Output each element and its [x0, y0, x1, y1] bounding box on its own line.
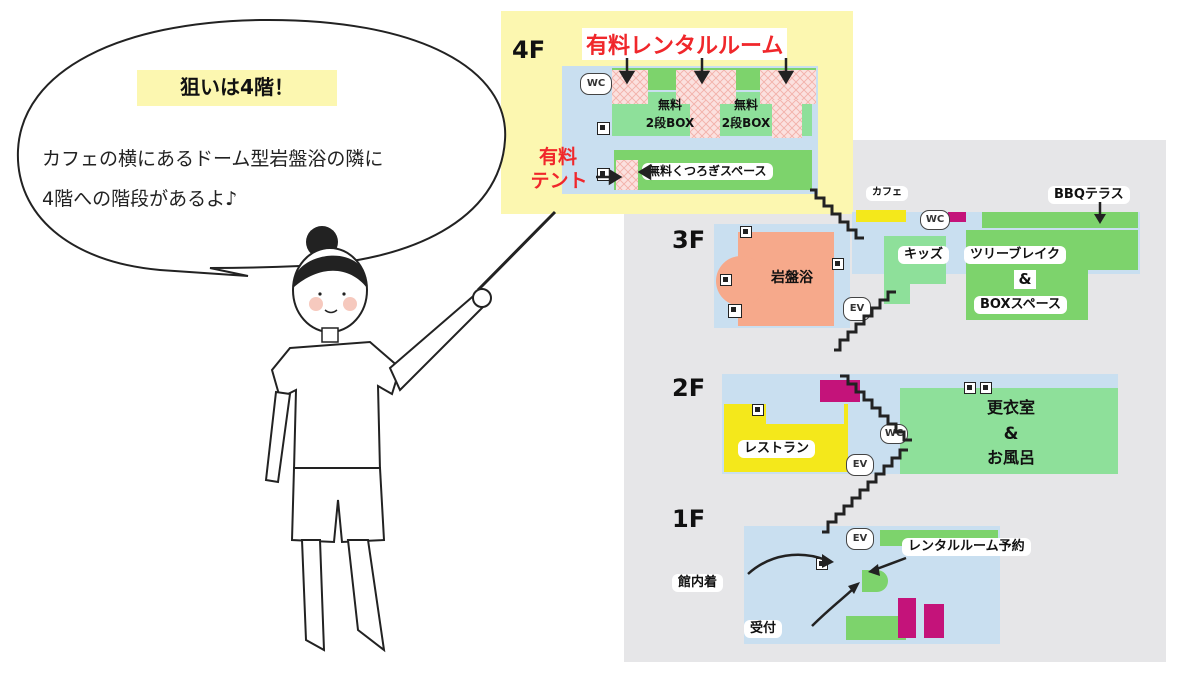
floor1-green-bottom: [846, 616, 906, 640]
paid-room-3b: [772, 100, 802, 138]
speech-title-bg: [137, 70, 337, 106]
stairs-path: [810, 188, 912, 534]
stairs-icon-3f-c: [720, 274, 732, 286]
cafe-label: カフェ: [866, 186, 908, 201]
paid-tent-label-1: 有料: [538, 146, 577, 168]
floor-label-2f: 2F: [672, 374, 706, 402]
floor1-arrows: [747, 553, 907, 627]
free-box-b-label-2: 2段BOX: [721, 116, 771, 130]
paid-tent-label-2: テント: [530, 170, 588, 192]
bbq-arrow: [1094, 202, 1106, 224]
ev-badge-2f: EV: [846, 454, 874, 476]
paid-room-1: [612, 70, 648, 104]
paid-room-3: [760, 70, 816, 104]
floor1-magenta-b: [924, 604, 944, 638]
wear-label: 館内着: [672, 574, 724, 593]
wc-badge-3f: WC: [920, 210, 950, 230]
wc-badge-4f: WC: [580, 73, 612, 95]
wc-badge-2f: WC: [880, 424, 908, 444]
stairs-icon-2f-a: [752, 404, 764, 416]
free-box-a-label-1: 無料: [657, 98, 682, 112]
stairs-icon-2f-b: [964, 382, 976, 394]
treebreak-label-2: BOXスペース: [974, 296, 1067, 315]
rental-reserve-label: レンタルルーム予約: [902, 538, 1031, 557]
ganban-label: 岩盤浴: [771, 270, 813, 286]
girl-illustration: [264, 210, 557, 653]
locker-amp: &: [1003, 424, 1019, 444]
ev-badge-1f: EV: [846, 528, 874, 550]
treebreak-amp: &: [1014, 270, 1036, 289]
stairs-icon-3f-d: [728, 304, 742, 318]
locker-label-1: 更衣室: [986, 398, 1035, 417]
ev-badge-3f: EV: [843, 297, 871, 321]
speech-title: 狙いは4階！: [180, 75, 294, 99]
free-box-b-label-1: 無料: [733, 98, 758, 112]
restaurant-cut: [766, 404, 844, 424]
paid-room-2b: [690, 100, 720, 138]
paid-tent: [616, 160, 638, 190]
bbq-label: BBQテラス: [1048, 186, 1130, 205]
speech-line-1: カフェの横にあるドーム型岩盤浴の隣に: [42, 148, 384, 170]
locker-label-2: お風呂: [986, 448, 1035, 467]
free-relax-label: 無料くつろぎスペース: [642, 163, 773, 180]
reception-label: 受付: [744, 620, 783, 639]
stairs-icon-3f-a: [740, 226, 752, 238]
floor4-arrows: [596, 58, 795, 186]
stairs-icon-3f-b: [832, 258, 844, 270]
floor-label-1f: 1F: [672, 505, 706, 533]
cafe-magenta: [948, 212, 966, 222]
locker-area: [900, 388, 1118, 474]
free-box-a-label-2: 2段BOX: [645, 116, 695, 130]
stairs-icon-2f-c: [980, 382, 992, 394]
pointer-stick: [476, 210, 557, 292]
paid-rental-room-label: 有料レンタルルーム: [582, 28, 788, 60]
floor-label-4f: 4F: [512, 36, 546, 64]
stairs-icon-4f: [597, 122, 610, 135]
restaurant-label: レストラン: [738, 440, 816, 459]
floor3-green-top: [982, 212, 1138, 228]
cafe-area: [856, 210, 906, 222]
reception-counter: [862, 570, 888, 592]
treebreak-label-1: ツリーブレイク: [964, 246, 1066, 265]
speech-line-2: 4階への階段があるよ♪: [42, 188, 238, 210]
floor-label-3f: 3F: [672, 226, 706, 254]
kids-label: キッズ: [898, 246, 950, 265]
floor1-magenta-a: [898, 598, 916, 638]
